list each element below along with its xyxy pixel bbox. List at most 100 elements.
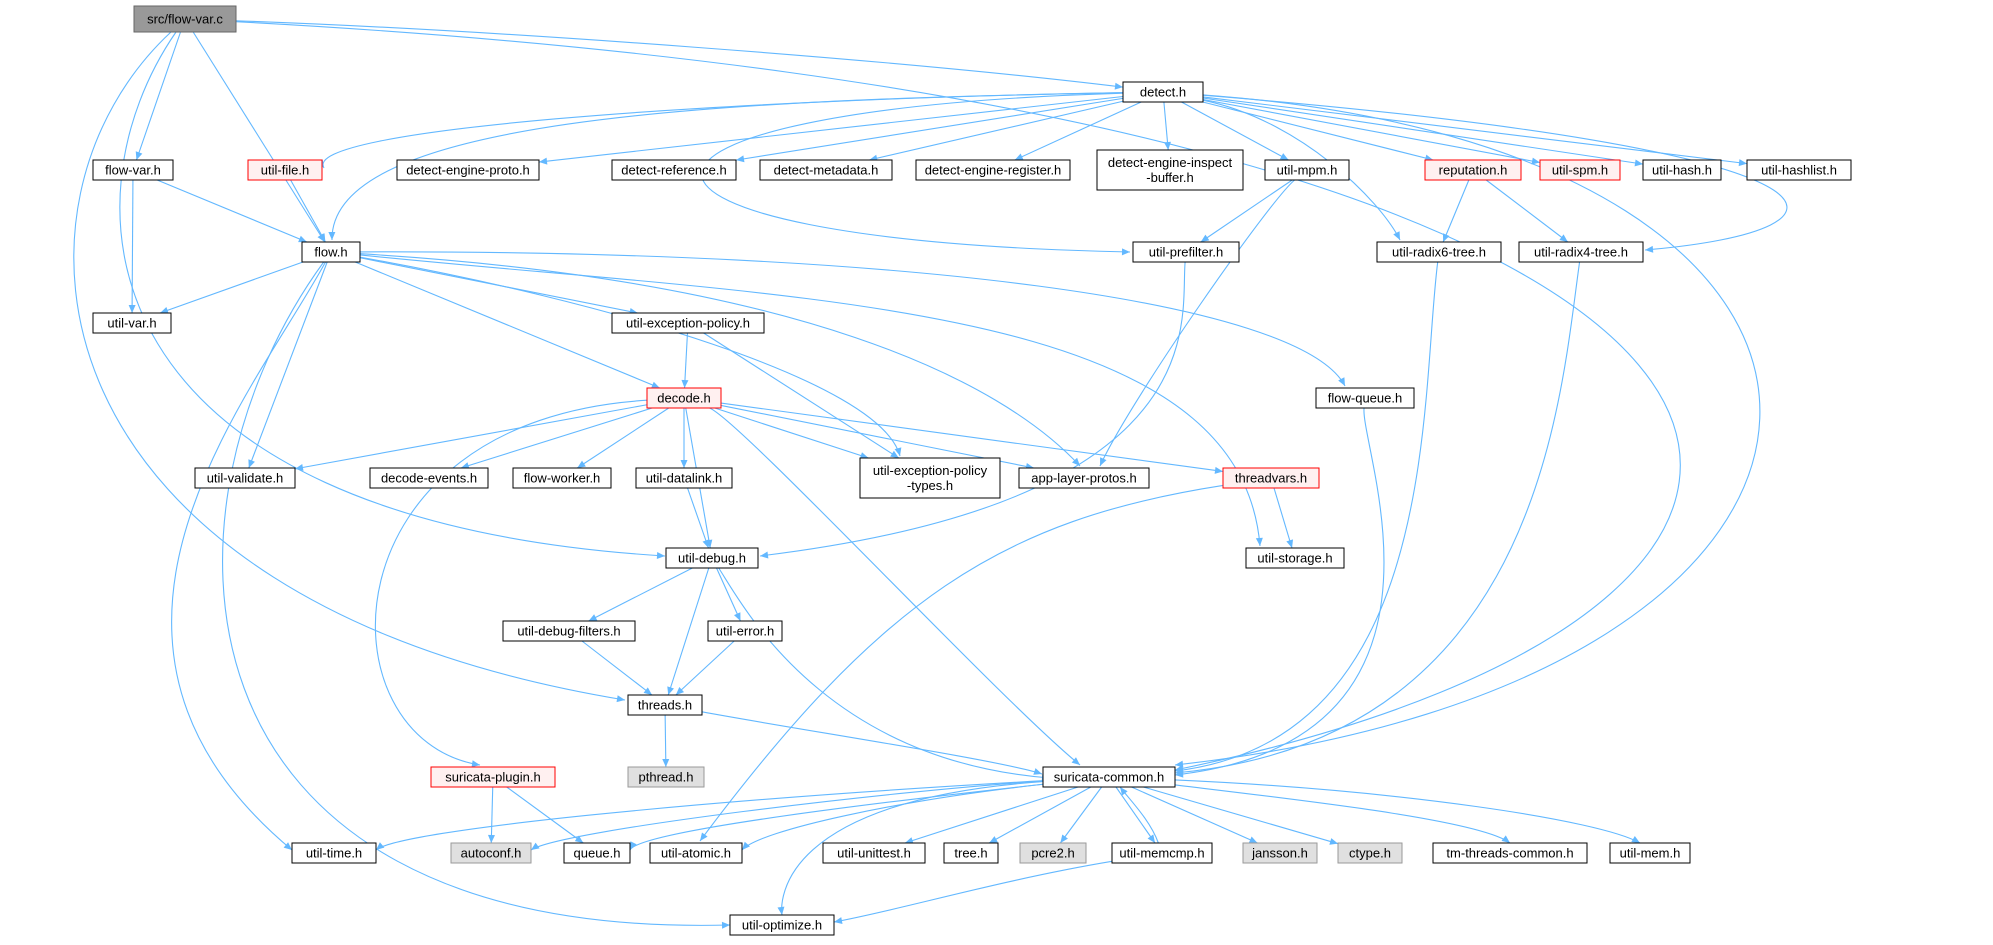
- node-detect-engine-inspect-buffer-h[interactable]: detect-engine-inspect-buffer.h: [1096, 149, 1244, 191]
- node-box[interactable]: [1432, 842, 1588, 864]
- node-suricata-plugin-h[interactable]: suricata-plugin.h: [430, 766, 556, 788]
- node-box[interactable]: [92, 159, 174, 181]
- node-box[interactable]: [301, 241, 361, 263]
- node-box[interactable]: [665, 547, 759, 569]
- node-autoconf-h[interactable]: autoconf.h: [450, 842, 532, 864]
- node-box[interactable]: [1518, 241, 1644, 263]
- node-reputation-h[interactable]: reputation.h: [1424, 159, 1522, 181]
- node-box[interactable]: [611, 312, 765, 334]
- node-box[interactable]: [635, 467, 733, 489]
- node-threadvars-h[interactable]: threadvars.h: [1222, 467, 1320, 489]
- node-box[interactable]: [1642, 159, 1722, 181]
- node-flow-queue-h[interactable]: flow-queue.h: [1315, 387, 1415, 409]
- node-box[interactable]: [450, 842, 532, 864]
- node-app-layer-protos-h[interactable]: app-layer-protos.h: [1018, 467, 1150, 489]
- node-box[interactable]: [1245, 547, 1345, 569]
- node-box[interactable]: [1264, 159, 1350, 181]
- node-box[interactable]: [1132, 241, 1240, 263]
- node-pcre2-h[interactable]: pcre2.h: [1019, 842, 1087, 864]
- node-util-var-h[interactable]: util-var.h: [92, 312, 172, 334]
- node-util-optimize-h[interactable]: util-optimize.h: [729, 914, 835, 936]
- node-box[interactable]: [247, 159, 323, 181]
- node-util-prefilter-h[interactable]: util-prefilter.h: [1132, 241, 1240, 263]
- node-box[interactable]: [822, 842, 926, 864]
- node-box[interactable]: [1042, 766, 1176, 788]
- node-box[interactable]: [707, 620, 783, 642]
- node-box[interactable]: [729, 914, 835, 936]
- node-box[interactable]: [396, 159, 540, 181]
- node-util-error-h[interactable]: util-error.h: [707, 620, 783, 642]
- node-flow-worker-h[interactable]: flow-worker.h: [512, 467, 612, 489]
- node-detect-engine-register-h[interactable]: detect-engine-register.h: [915, 159, 1071, 181]
- node-util-radix4-tree-h[interactable]: util-radix4-tree.h: [1518, 241, 1644, 263]
- node-queue-h[interactable]: queue.h: [563, 842, 631, 864]
- node-pthread-h[interactable]: pthread.h: [627, 766, 705, 788]
- node-box[interactable]: [859, 457, 1001, 499]
- node-util-radix6-tree-h[interactable]: util-radix6-tree.h: [1376, 241, 1502, 263]
- node-box[interactable]: [611, 159, 737, 181]
- node-box[interactable]: [291, 842, 377, 864]
- node-box[interactable]: [1242, 842, 1318, 864]
- node-box[interactable]: [759, 159, 893, 181]
- node-util-storage-h[interactable]: util-storage.h: [1245, 547, 1345, 569]
- node-util-debug-filters-h[interactable]: util-debug-filters.h: [502, 620, 636, 642]
- node-box[interactable]: [1315, 387, 1415, 409]
- node-util-debug-h[interactable]: util-debug.h: [665, 547, 759, 569]
- node-box[interactable]: [92, 312, 172, 334]
- node-box[interactable]: [133, 5, 237, 33]
- node-decode-events-h[interactable]: decode-events.h: [369, 467, 489, 489]
- node-ctype-h[interactable]: ctype.h: [1337, 842, 1403, 864]
- node-util-file-h[interactable]: util-file.h: [247, 159, 323, 181]
- node-box[interactable]: [627, 694, 703, 716]
- node-box[interactable]: [1122, 81, 1204, 103]
- node-box[interactable]: [1746, 159, 1852, 181]
- node-flow-var-c[interactable]: src/flow-var.c: [133, 5, 237, 33]
- node-util-memcmp-h[interactable]: util-memcmp.h: [1111, 842, 1213, 864]
- node-box[interactable]: [1539, 159, 1621, 181]
- node-box[interactable]: [1111, 842, 1213, 864]
- node-util-spm-h[interactable]: util-spm.h: [1539, 159, 1621, 181]
- node-box[interactable]: [646, 387, 722, 409]
- node-detect-h[interactable]: detect.h: [1122, 81, 1204, 103]
- node-util-hashlist-h[interactable]: util-hashlist.h: [1746, 159, 1852, 181]
- node-box[interactable]: [512, 467, 612, 489]
- node-tree-h[interactable]: tree.h: [943, 842, 999, 864]
- node-box[interactable]: [430, 766, 556, 788]
- node-jansson-h[interactable]: jansson.h: [1242, 842, 1318, 864]
- node-box[interactable]: [502, 620, 636, 642]
- node-box[interactable]: [1337, 842, 1403, 864]
- node-box[interactable]: [1376, 241, 1502, 263]
- node-threads-h[interactable]: threads.h: [627, 694, 703, 716]
- node-util-datalink-h[interactable]: util-datalink.h: [635, 467, 733, 489]
- node-box[interactable]: [1609, 842, 1691, 864]
- node-detect-metadata-h[interactable]: detect-metadata.h: [759, 159, 893, 181]
- node-box[interactable]: [649, 842, 743, 864]
- node-util-mem-h[interactable]: util-mem.h: [1609, 842, 1691, 864]
- node-detect-reference-h[interactable]: detect-reference.h: [611, 159, 737, 181]
- node-flow-h[interactable]: flow.h: [301, 241, 361, 263]
- node-box[interactable]: [1019, 842, 1087, 864]
- node-tm-threads-common-h[interactable]: tm-threads-common.h: [1432, 842, 1588, 864]
- node-util-time-h[interactable]: util-time.h: [291, 842, 377, 864]
- node-decode-h[interactable]: decode.h: [646, 387, 722, 409]
- node-box[interactable]: [1424, 159, 1522, 181]
- node-box[interactable]: [1096, 149, 1244, 191]
- node-box[interactable]: [369, 467, 489, 489]
- node-box[interactable]: [943, 842, 999, 864]
- node-util-mpm-h[interactable]: util-mpm.h: [1264, 159, 1350, 181]
- node-util-exception-policy-h[interactable]: util-exception-policy.h: [611, 312, 765, 334]
- node-flow-var-h[interactable]: flow-var.h: [92, 159, 174, 181]
- node-util-unittest-h[interactable]: util-unittest.h: [822, 842, 926, 864]
- node-suricata-common-h[interactable]: suricata-common.h: [1042, 766, 1176, 788]
- node-detect-engine-proto-h[interactable]: detect-engine-proto.h: [396, 159, 540, 181]
- node-util-hash-h[interactable]: util-hash.h: [1642, 159, 1722, 181]
- node-util-exception-policy-types-h[interactable]: util-exception-policy-types.h: [859, 457, 1001, 499]
- node-box[interactable]: [915, 159, 1071, 181]
- node-box[interactable]: [627, 766, 705, 788]
- node-box[interactable]: [194, 467, 296, 489]
- node-util-atomic-h[interactable]: util-atomic.h: [649, 842, 743, 864]
- node-box[interactable]: [1018, 467, 1150, 489]
- node-box[interactable]: [563, 842, 631, 864]
- node-box[interactable]: [1222, 467, 1320, 489]
- node-util-validate-h[interactable]: util-validate.h: [194, 467, 296, 489]
